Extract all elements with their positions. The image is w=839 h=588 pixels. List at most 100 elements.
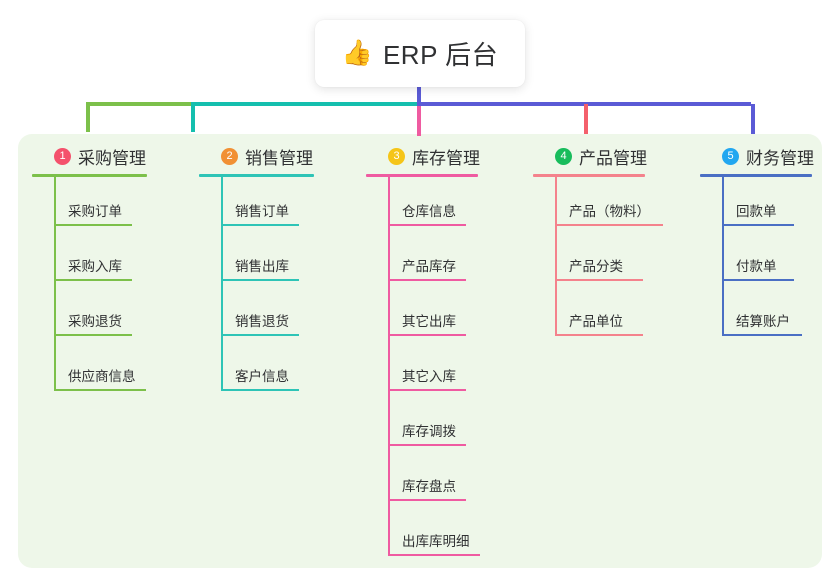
column-badge-finance: 5 — [722, 147, 739, 165]
column-spine-product — [555, 177, 557, 336]
leaf-node[interactable]: 其它出库 — [366, 287, 480, 342]
column-spine-sales — [221, 177, 223, 391]
leaf-node-underline — [388, 334, 466, 336]
leaf-node-label: 客户信息 — [235, 369, 289, 384]
leaf-node-underline — [54, 279, 132, 281]
column-badge-product: 4 — [555, 147, 572, 165]
leaf-node-label: 采购退货 — [68, 314, 122, 329]
leaf-node[interactable]: 销售出库 — [199, 232, 314, 287]
column-items-product: 产品（物料） 产品分类产品单位 — [533, 177, 663, 342]
leaf-node-label: 销售订单 — [235, 204, 289, 219]
column-underline-product — [533, 174, 645, 177]
leaf-node-label: 产品库存 — [402, 259, 456, 274]
leaf-node[interactable]: 销售订单 — [199, 177, 314, 232]
leaf-node-label: 其它出库 — [402, 314, 456, 329]
root-node-erp-backend[interactable]: 👍 ERP 后台 — [315, 20, 525, 87]
leaf-node-underline — [388, 279, 466, 281]
leaf-node[interactable]: 库存盘点 — [366, 452, 480, 507]
bus-teal — [191, 102, 417, 106]
leaf-node-label: 供应商信息 — [68, 369, 136, 384]
leaf-node-label: 其它入库 — [402, 369, 456, 384]
leaf-node[interactable]: 其它入库 — [366, 342, 480, 397]
leaf-node[interactable]: 采购入库 — [32, 232, 147, 287]
leaf-node-label: 产品分类 — [569, 259, 623, 274]
leaf-node[interactable]: 库存调拨 — [366, 397, 480, 452]
leaf-node[interactable]: 供应商信息 — [32, 342, 147, 397]
column-title-purchase: 采购管理 — [78, 148, 146, 168]
column-title-inventory: 库存管理 — [412, 148, 480, 168]
leaf-node-label: 销售退货 — [235, 314, 289, 329]
leaf-node-underline — [555, 279, 643, 281]
column-underline-sales — [199, 174, 314, 177]
leaf-node[interactable]: 销售退货 — [199, 287, 314, 342]
leaf-node[interactable]: 采购退货 — [32, 287, 147, 342]
leaf-node[interactable]: 产品库存 — [366, 232, 480, 287]
leaf-node-underline — [221, 389, 299, 391]
column-header-inventory[interactable]: 3 库存管理 — [366, 143, 480, 169]
column-title-sales: 销售管理 — [245, 148, 313, 168]
thumbs-up-icon: 👍 — [341, 39, 373, 67]
leaf-node-underline — [221, 279, 299, 281]
drop-col-4 — [584, 104, 588, 134]
column-header-sales[interactable]: 2 销售管理 — [199, 143, 314, 169]
column-purchase: 1 采购管理采购订单采购入库采购退货供应商信息 — [32, 143, 147, 397]
column-items-sales: 销售订单销售出库销售退货客户信息 — [199, 177, 314, 397]
column-spine-finance — [722, 177, 724, 336]
leaf-node-underline — [221, 224, 299, 226]
bus-green — [86, 102, 191, 106]
leaf-node[interactable]: 客户信息 — [199, 342, 314, 397]
leaf-node-label: 仓库信息 — [402, 204, 456, 219]
root-stem — [417, 86, 421, 106]
column-items-purchase: 采购订单采购入库采购退货供应商信息 — [32, 177, 147, 397]
column-underline-inventory — [366, 174, 478, 177]
column-items-inventory: 仓库信息产品库存其它出库其它入库库存调拨库存盘点出库库明细 — [366, 177, 480, 562]
leaf-node-underline — [722, 334, 802, 336]
column-underline-purchase — [32, 174, 147, 177]
column-underline-finance — [700, 174, 812, 177]
leaf-node[interactable]: 产品分类 — [533, 232, 647, 287]
root-node-title: ERP 后台 — [382, 40, 499, 70]
leaf-node-underline — [388, 554, 480, 556]
leaf-node-underline — [388, 444, 466, 446]
leaf-node[interactable]: 产品（物料） — [533, 177, 663, 232]
leaf-node-underline — [388, 389, 466, 391]
column-header-finance[interactable]: 5 财务管理 — [700, 143, 814, 169]
column-title-finance: 财务管理 — [746, 148, 814, 168]
leaf-node[interactable]: 仓库信息 — [366, 177, 480, 232]
leaf-node-label: 付款单 — [736, 259, 777, 274]
leaf-node-label: 产品（物料） — [569, 204, 650, 219]
column-sales: 2 销售管理销售订单销售出库销售退货客户信息 — [199, 143, 314, 397]
leaf-node-label: 采购订单 — [68, 204, 122, 219]
leaf-node-underline — [722, 224, 794, 226]
leaf-node[interactable]: 出库库明细 — [366, 507, 480, 562]
column-header-purchase[interactable]: 1 采购管理 — [32, 143, 147, 169]
leaf-node-underline — [555, 224, 663, 226]
column-badge-sales: 2 — [221, 147, 238, 165]
leaf-node[interactable]: 采购订单 — [32, 177, 147, 232]
column-items-finance: 回款单付款单结算账户 — [700, 177, 814, 342]
leaf-node-underline — [555, 334, 643, 336]
drop-col-5 — [751, 104, 755, 134]
column-finance: 5 财务管理回款单付款单结算账户 — [700, 143, 814, 342]
column-spine-purchase — [54, 177, 56, 391]
drop-col-1 — [86, 104, 90, 132]
leaf-node[interactable]: 付款单 — [700, 232, 814, 287]
leaf-node-underline — [221, 334, 299, 336]
leaf-node[interactable]: 回款单 — [700, 177, 814, 232]
leaf-node-label: 销售出库 — [235, 259, 289, 274]
leaf-node-label: 库存调拨 — [402, 424, 456, 439]
leaf-node[interactable]: 结算账户 — [700, 287, 814, 342]
column-badge-purchase: 1 — [54, 147, 71, 165]
leaf-node-underline — [722, 279, 794, 281]
diagram-background-panel — [18, 134, 822, 568]
leaf-node-label: 产品单位 — [569, 314, 623, 329]
leaf-node-underline — [388, 499, 466, 501]
leaf-node[interactable]: 产品单位 — [533, 287, 647, 342]
leaf-node-underline — [54, 224, 132, 226]
column-badge-inventory: 3 — [388, 147, 405, 165]
leaf-node-underline — [54, 389, 146, 391]
leaf-node-label: 出库库明细 — [402, 534, 470, 549]
leaf-node-underline — [388, 224, 466, 226]
